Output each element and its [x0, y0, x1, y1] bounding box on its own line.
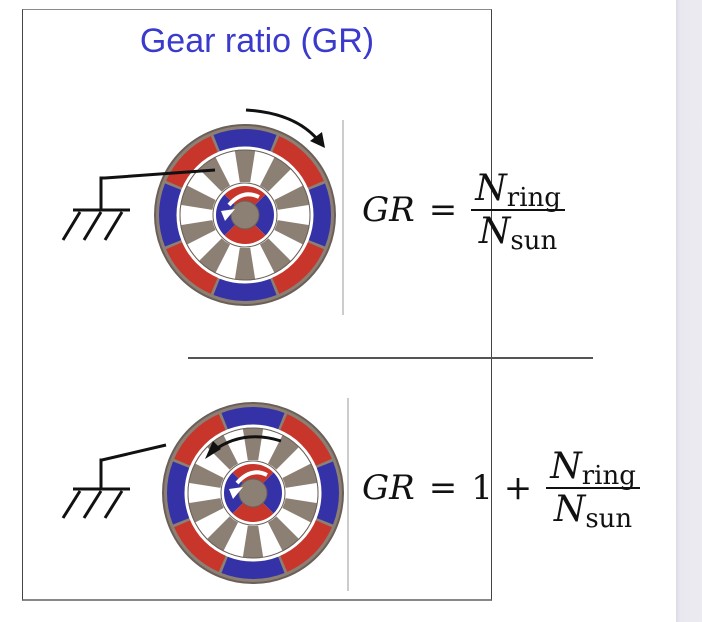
gr-symbol: GR	[362, 190, 415, 230]
ring-gap	[184, 424, 322, 562]
ring-magnet-segment	[272, 136, 324, 188]
modulator-pole	[259, 238, 291, 273]
modulator-pole	[180, 185, 216, 210]
n-symbol: N	[553, 489, 586, 530]
sun-subscript: sun	[585, 504, 633, 534]
ring-magnet-segment	[308, 183, 331, 247]
ring-magnet-segment	[167, 461, 190, 525]
modulator-outline	[187, 427, 319, 559]
modulator-pole	[207, 516, 239, 551]
section-divider	[188, 357, 593, 359]
ring-magnet-segment	[316, 461, 339, 525]
modulator-pole	[282, 463, 318, 488]
modulator-outline	[179, 149, 311, 281]
equals-sign: =	[428, 468, 458, 508]
ring-magnet-segment	[272, 242, 324, 294]
sun-hub	[238, 478, 268, 508]
sun-hub	[230, 200, 260, 230]
modulator-pole	[199, 157, 231, 192]
ring-rotation-arrow	[245, 108, 325, 148]
fraction-bar	[471, 209, 565, 211]
modulator-pole	[267, 516, 299, 551]
n-symbol: N	[478, 211, 511, 252]
ring-magnet-segment	[280, 520, 332, 572]
gr-symbol: GR	[362, 468, 415, 508]
ring-magnet-segment	[174, 520, 226, 572]
planetary-gear-top	[154, 124, 336, 306]
modulator-pole	[180, 220, 216, 245]
modulator-pole	[188, 463, 224, 488]
sun-rotation-arrow	[227, 192, 260, 207]
ground-symbol-top	[61, 168, 216, 241]
ring-magnet-segment	[280, 414, 332, 466]
equals-sign: =	[428, 190, 458, 230]
sun-arrow-head	[229, 487, 243, 499]
modulator-pole	[242, 525, 264, 558]
modulator-pole	[274, 185, 310, 210]
modulator-pole	[234, 247, 256, 280]
sun-magnet-segment	[232, 502, 274, 522]
modulator-pole	[267, 435, 299, 470]
modulator-pole	[234, 150, 256, 183]
sun-arrow-head	[221, 209, 235, 221]
n-symbol: N	[475, 168, 507, 209]
ring-subscript: ring	[581, 461, 636, 491]
ring-magnet-segment	[166, 136, 218, 188]
ring-magnet-segment	[221, 556, 285, 579]
ground-symbol-bottom	[61, 443, 167, 519]
ring-magnet-segment	[166, 242, 218, 294]
scrollbar-track[interactable]	[676, 0, 702, 622]
sun-magnet-segment	[254, 194, 274, 236]
slide-title: Gear ratio (GR)	[139, 22, 375, 60]
ring-magnet-segment	[221, 407, 285, 430]
sun-subscript: sun	[510, 226, 558, 256]
n-symbol: N	[550, 446, 582, 487]
modulator-pole	[259, 157, 291, 192]
ring-magnet-segment	[159, 183, 182, 247]
modulator-pole	[274, 220, 310, 245]
sun-magnet-segment	[262, 472, 282, 514]
sun-rotation-arrow	[235, 470, 268, 485]
modulator-pole	[188, 498, 224, 523]
planetary-gear-bottom	[162, 402, 344, 584]
ring-magnet-segment	[174, 414, 226, 466]
carrier-arrow-head	[205, 441, 221, 459]
modulator-pole	[199, 238, 231, 273]
fraction-bar	[546, 487, 640, 489]
ring-magnet-segment	[213, 129, 277, 152]
ring-gap	[176, 146, 314, 284]
one-plus: 1 +	[471, 468, 533, 508]
ring-subscript: ring	[506, 183, 561, 213]
sun-magnet-segment	[224, 224, 266, 244]
ring-magnet-segment	[213, 278, 277, 301]
modulator-pole	[282, 498, 318, 523]
